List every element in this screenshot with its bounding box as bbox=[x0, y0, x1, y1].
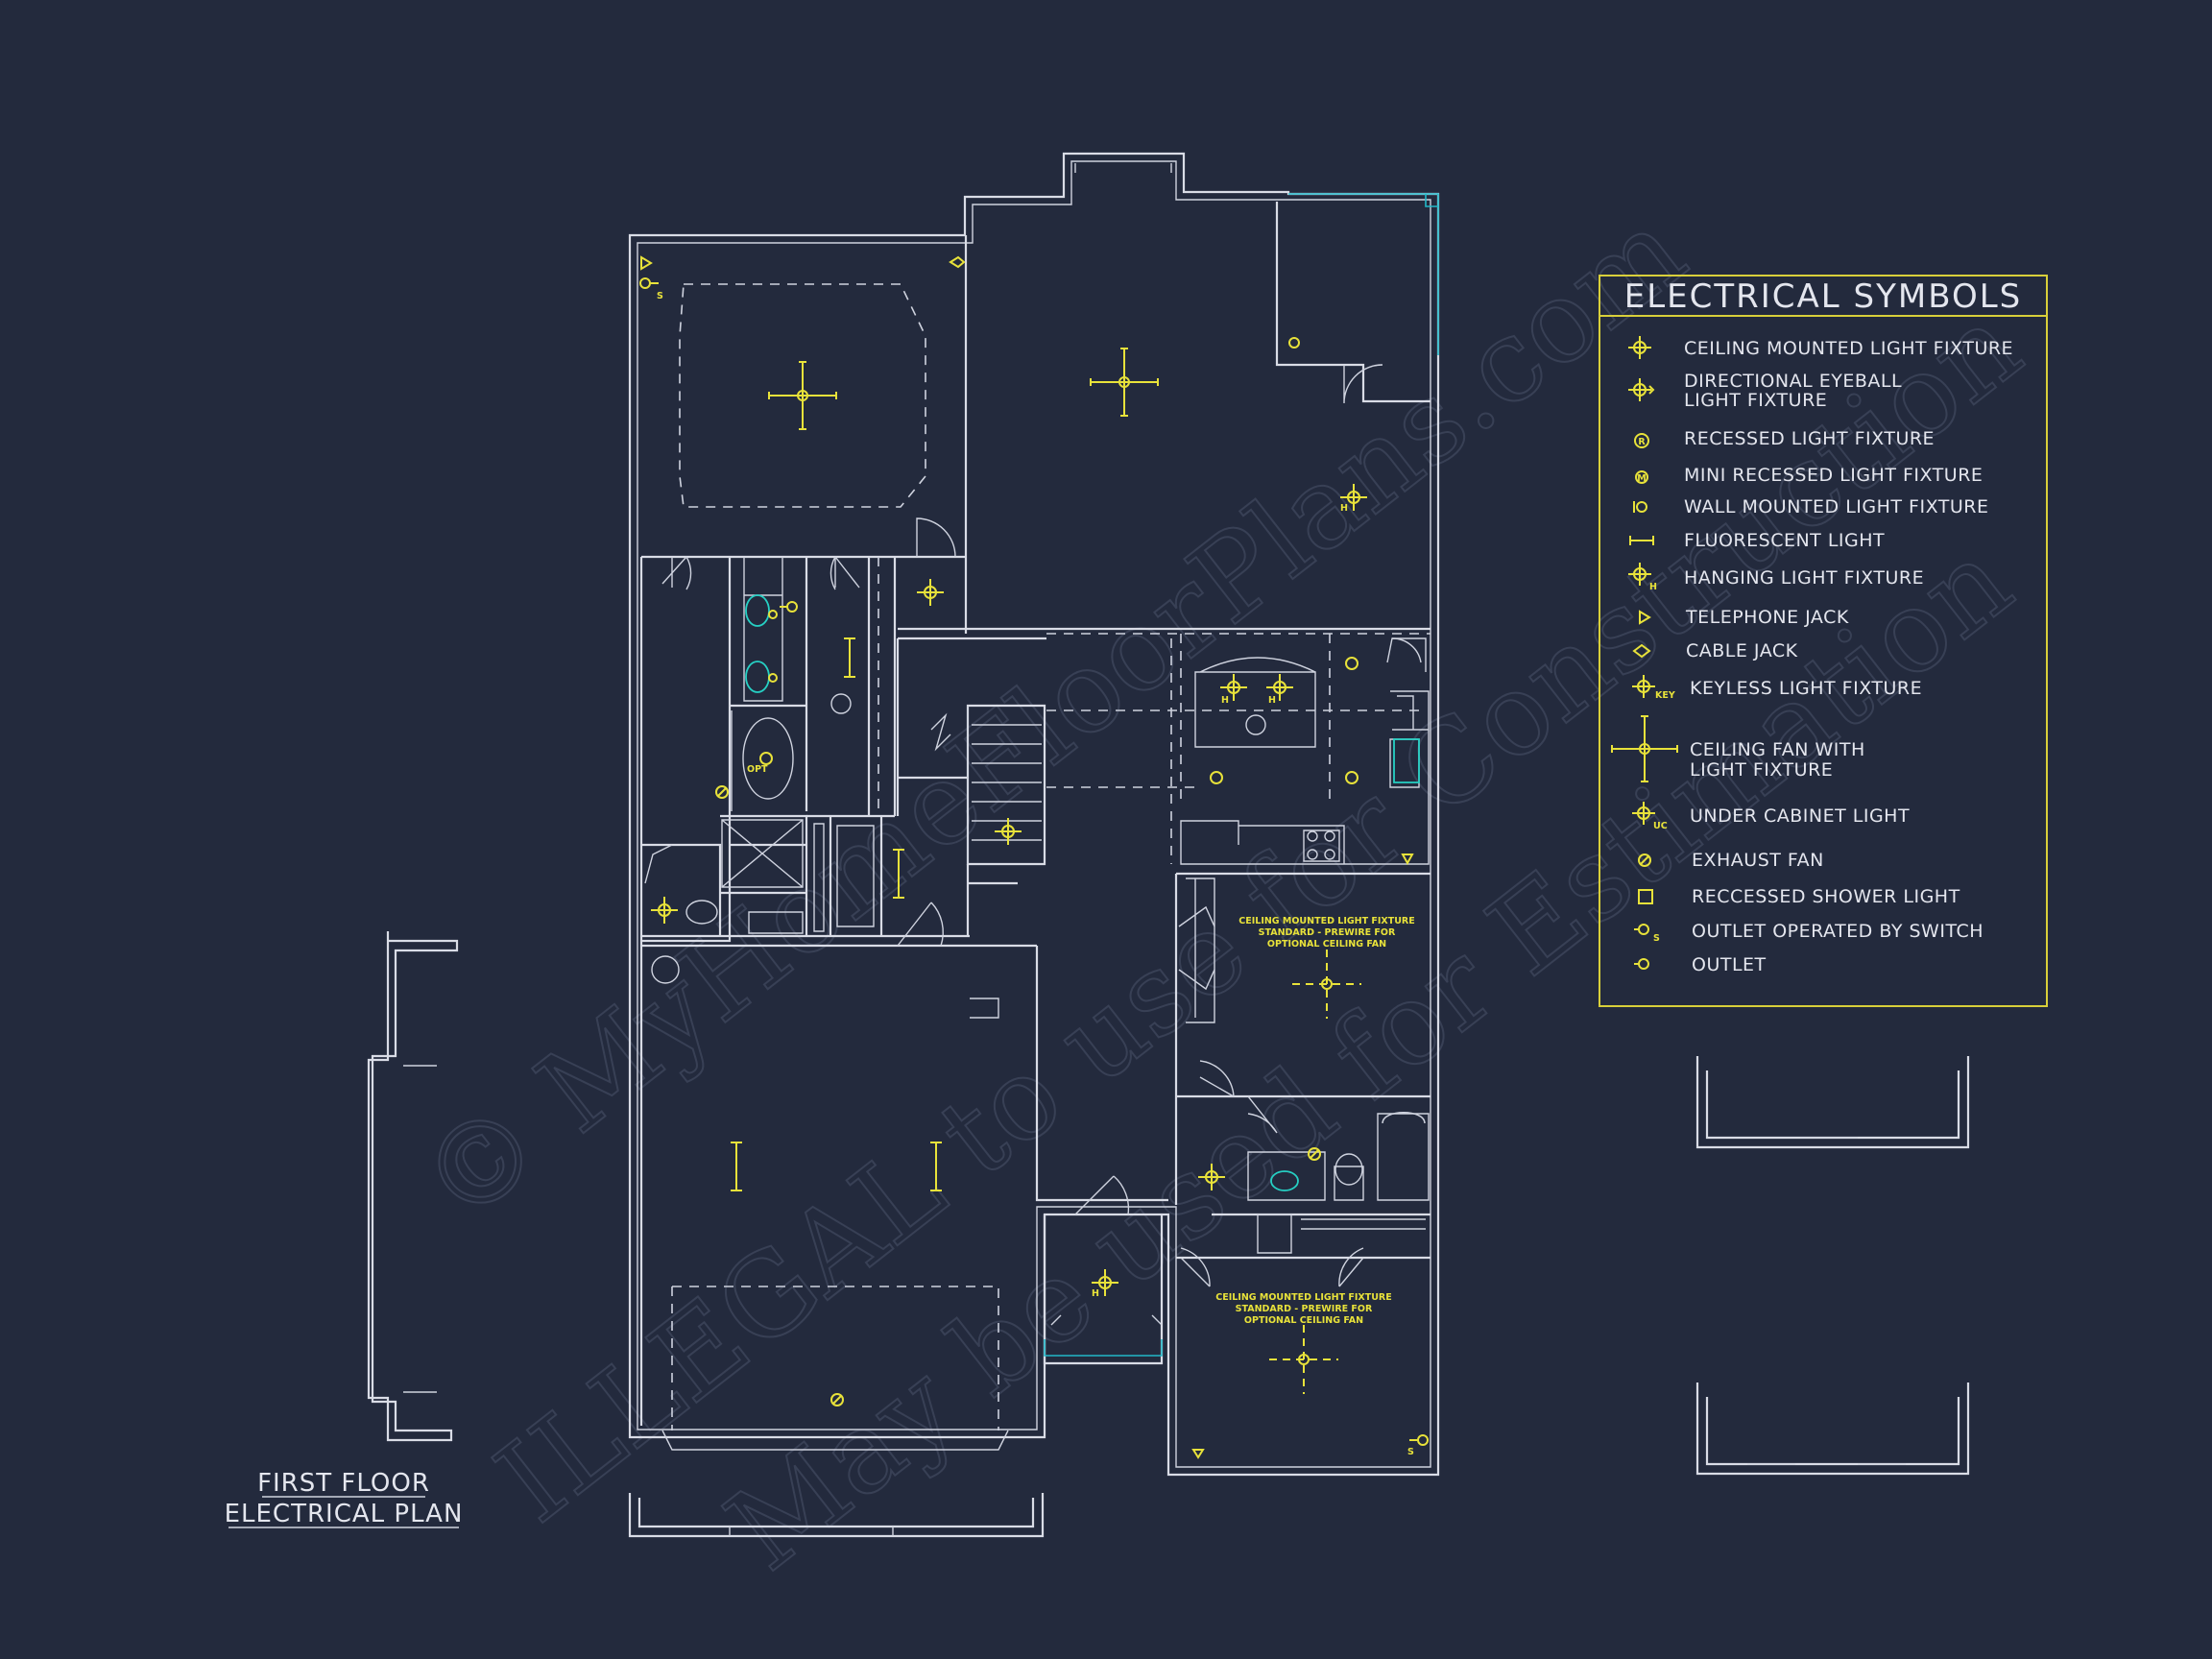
legend-label: MINI RECESSED LIGHT FIXTURE bbox=[1684, 465, 1983, 486]
house-walls bbox=[628, 152, 1440, 1477]
bedroom-3-note: CEILING MOUNTED LIGHT FIXTURE STANDARD -… bbox=[1215, 1292, 1391, 1326]
hanging-light-glyph: H bbox=[1092, 1288, 1099, 1299]
outlet-icon bbox=[1634, 958, 1649, 970]
eyeball-light-icon bbox=[1628, 378, 1655, 401]
legend-title: ELECTRICAL SYMBOLS bbox=[1624, 277, 2023, 316]
legend-border bbox=[1599, 275, 2048, 1007]
optional-ceiling-fan-icon bbox=[1269, 1325, 1338, 1394]
legend-label: RECESSED LIGHT FIXTURE bbox=[1684, 428, 1935, 449]
outlet-icon bbox=[639, 255, 1429, 1459]
icon-glyph: H bbox=[1649, 582, 1657, 592]
ceiling-fan-icon bbox=[1090, 348, 1159, 417]
hanging-light-glyph: H bbox=[1340, 503, 1348, 514]
exhaust-fan-icon bbox=[1638, 854, 1651, 867]
hanging-light-glyph: H bbox=[1221, 695, 1229, 706]
note-line: OPTIONAL CEILING FAN bbox=[1267, 939, 1386, 950]
legend-label: LIGHT FIXTURE bbox=[1684, 390, 1827, 411]
plan-fixtures: H H H H OPT bbox=[639, 255, 1429, 1459]
legend-label: LIGHT FIXTURE bbox=[1690, 759, 1833, 781]
ceiling-light-icon bbox=[1628, 336, 1651, 359]
legend-label: UNDER CABINET LIGHT bbox=[1690, 805, 1910, 827]
plan-title-line-2: ELECTRICAL PLAN bbox=[225, 1500, 464, 1528]
switch-glyph: S bbox=[657, 291, 663, 301]
legend-label: FLUORESCENT LIGHT bbox=[1684, 530, 1885, 551]
fluorescent-light-icon bbox=[731, 637, 942, 1191]
mini-recessed-light-icon: M bbox=[1635, 470, 1648, 484]
note-line: CEILING MOUNTED LIGHT FIXTURE bbox=[1215, 1292, 1391, 1303]
legend-label: TELEPHONE JACK bbox=[1685, 607, 1849, 628]
recessed-light-icon bbox=[759, 657, 1358, 784]
legend-label: RECCESSED SHOWER LIGHT bbox=[1692, 886, 1960, 907]
legend-label: OUTLET OPERATED BY SWITCH bbox=[1692, 921, 1984, 942]
cable-jack-icon bbox=[1632, 643, 1651, 659]
keyless-light-icon: KEY bbox=[1632, 675, 1675, 701]
opt-glyph: OPT bbox=[747, 764, 768, 775]
note-line: STANDARD - PREWIRE FOR bbox=[1259, 927, 1396, 938]
icon-glyph: M bbox=[1637, 473, 1646, 484]
watermark-line-3: May be used for Estimation bbox=[703, 515, 2034, 1596]
switched-outlet-icon: S bbox=[1634, 924, 1660, 944]
plan-title: FIRST FLOOR ELECTRICAL PLAN bbox=[225, 1469, 464, 1528]
legend-label: EXHAUST FAN bbox=[1692, 850, 1824, 871]
bedroom-2-note: CEILING MOUNTED LIGHT FIXTURE STANDARD -… bbox=[1238, 916, 1414, 950]
hanging-light-icon: H bbox=[1628, 563, 1657, 592]
optional-ceiling-fan-icon bbox=[1292, 950, 1361, 1019]
icon-glyph: UC bbox=[1653, 821, 1668, 831]
telephone-jack-icon bbox=[1639, 610, 1651, 625]
electrical-symbols-legend: ELECTRICAL SYMBOLS R M H bbox=[1599, 275, 2048, 1007]
hanging-light-glyph: H bbox=[1268, 695, 1276, 706]
icon-glyph: KEY bbox=[1655, 690, 1675, 701]
legend-label: CEILING FAN WITH bbox=[1690, 739, 1865, 760]
ceiling-fan-icon bbox=[1611, 715, 1678, 782]
legend-label: KEYLESS LIGHT FIXTURE bbox=[1690, 678, 1922, 699]
legend-label: DIRECTIONAL EYEBALL bbox=[1684, 371, 1902, 392]
under-cabinet-light-icon: UC bbox=[1632, 802, 1668, 831]
shower-light-icon bbox=[1638, 889, 1653, 904]
note-line: OPTIONAL CEILING FAN bbox=[1244, 1315, 1363, 1326]
legend-label: CABLE JACK bbox=[1686, 640, 1798, 661]
icon-glyph: S bbox=[1653, 933, 1660, 944]
legend-label: OUTLET bbox=[1692, 954, 1767, 975]
fluorescent-light-icon bbox=[1629, 536, 1654, 545]
ceiling-fan-icon bbox=[768, 361, 837, 430]
recessed-light-icon: R bbox=[1634, 433, 1649, 448]
legend-label: HANGING LIGHT FIXTURE bbox=[1684, 567, 1924, 589]
ceiling-light-icon bbox=[651, 484, 1367, 1296]
plan-title-line-1: FIRST FLOOR bbox=[257, 1469, 430, 1498]
exhaust-fan-icon bbox=[715, 785, 1321, 1407]
note-line: CEILING MOUNTED LIGHT FIXTURE bbox=[1238, 916, 1414, 926]
legend-label: CEILING MOUNTED LIGHT FIXTURE bbox=[1684, 338, 2013, 359]
icon-glyph: R bbox=[1638, 437, 1646, 447]
wall-light-icon bbox=[1633, 501, 1647, 513]
detail-fragments bbox=[367, 931, 1970, 1538]
note-line: STANDARD - PREWIRE FOR bbox=[1236, 1304, 1373, 1314]
switch-glyph: S bbox=[1407, 1447, 1414, 1457]
legend-label: WALL MOUNTED LIGHT FIXTURE bbox=[1684, 496, 1988, 517]
